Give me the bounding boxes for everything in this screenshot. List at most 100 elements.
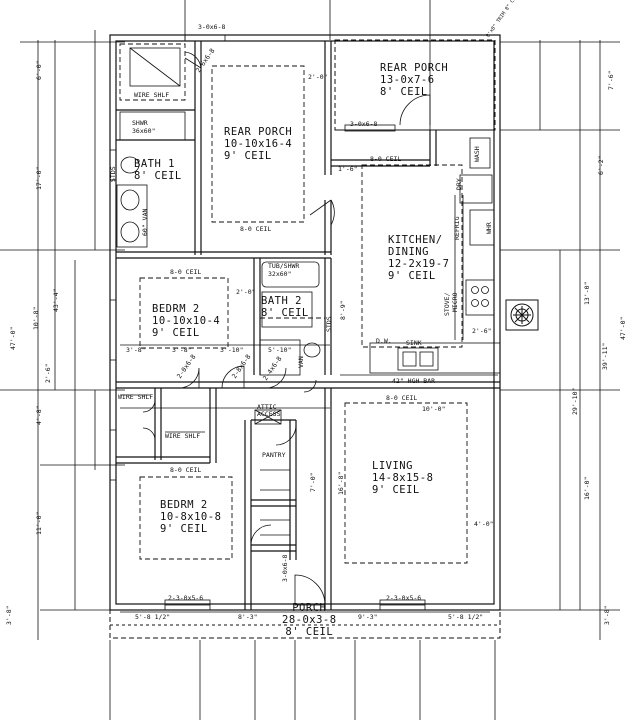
vdim-left-2-6: 2'-6" [44, 363, 52, 383]
room-size: 28-0x3-8 [282, 614, 337, 626]
rear-porch-right-outline [334, 39, 496, 131]
dim-rear-porch-door: 3-0x6-8 [350, 120, 378, 128]
dim-bedroom-3-8: 3'-8" [126, 346, 146, 354]
room-name: KITCHEN/ [388, 234, 443, 246]
dim-2-0-b: 2'-0" [236, 288, 256, 296]
vdim-door-2-0x6-8: 2-0x6-8 [175, 352, 198, 381]
vdim-right-13-0: 13'-0" [583, 281, 591, 305]
shower-size-label: 36x60" [132, 127, 156, 135]
microwave-label: MICRO [451, 292, 459, 312]
ceiling-outlines [119, 43, 468, 564]
door-swings [142, 51, 431, 606]
room-kitchen-dining: KITCHEN/ DINING 12-2x19-7 9' CEIL [388, 234, 449, 282]
room-name: REAR PORCH [224, 126, 293, 138]
room-ceiling: 8' CEIL [285, 626, 334, 638]
fixtures [116, 47, 501, 536]
room-name-2: DINING [388, 246, 429, 258]
vdim-living-16-8: 16'-8" [337, 471, 345, 495]
vanity-2-label: VAN [297, 356, 305, 368]
room-name: PORCH [292, 602, 327, 614]
shower-label: SHWR [132, 119, 148, 127]
stds-label-2: STDS [325, 316, 333, 332]
room-ceiling: 8' CEIL [134, 170, 182, 182]
access-label: ACCESS [257, 410, 281, 418]
room-name: LIVING [372, 460, 413, 472]
dim-top-door: 3-0x6-8 [198, 23, 226, 31]
room-ceiling: 8' CEIL [261, 307, 309, 319]
dim-ceil-5: 8-0 CEIL [386, 394, 418, 402]
vdim-left-3-8: 3'-8" [5, 605, 13, 625]
room-size: 10-8x10-8 [160, 511, 222, 523]
room-name: REAR PORCH [380, 62, 449, 74]
dryer-label: DRY [455, 178, 463, 190]
dim-ceil-3: 8-0 CEIL [170, 268, 202, 276]
room-rear-porch-left: REAR PORCH 10-10x16-4 9' CEIL [224, 126, 292, 162]
room-ceiling: 8' CEIL [380, 86, 428, 98]
stds-label-1: STDS [109, 166, 117, 182]
room-ceiling: 9' CEIL [152, 327, 200, 339]
dim-living-width: 10'-0" [422, 405, 446, 413]
dim-2-0-a: 2'-0" [308, 73, 328, 81]
vdim-right-16-0: 16'-0" [583, 476, 591, 500]
dim-bedroom-3-8b: 3'-8" [172, 346, 192, 354]
dim-ceil-1: 8-0 CEIL [240, 225, 272, 233]
vdim-kitchen-8-9: 8'-9" [339, 300, 347, 320]
washer-label: WASH [473, 146, 481, 162]
vdim-right-3-8: 3'-8" [603, 605, 611, 625]
dim-bottom-9-3: 9'-3" [358, 613, 378, 621]
room-size: 10-10x16-4 [224, 138, 293, 150]
vdim-left-4-8: 4'-8" [35, 405, 43, 425]
room-size: 10-10x10-4 [152, 315, 221, 327]
sink-label: SINK [406, 339, 422, 347]
vdim-door-2-4x6-8: 2-4x6-8 [261, 354, 284, 383]
room-name: BEDRM 2 [152, 303, 200, 315]
room-ceiling: 9' CEIL [224, 150, 272, 162]
vdim-right-47-0: 47'-0" [619, 316, 627, 340]
room-size: 13-0x7-6 [380, 74, 435, 86]
dishwasher-label: D.W. [376, 337, 392, 345]
stove-label: STOVE/ [443, 292, 451, 316]
room-name: BATH 1 [134, 158, 175, 170]
room-rear-porch-right: REAR PORCH 13-0x7-6 8' CEIL [380, 62, 448, 98]
bar-label: 42" HGH BAR [392, 377, 436, 385]
refrigerator-label: REFRIG [453, 216, 461, 240]
tub-label: TUB/SHWR [268, 262, 300, 270]
vdim-right-39-11: 39'-11" [601, 342, 609, 370]
dim-4-0: 4'-0" [474, 520, 494, 528]
room-bath-1: BATH 1 8' CEIL [134, 158, 182, 182]
vdim-right-7-6: 7'-6" [607, 70, 615, 90]
pantry-label: PANTRY [262, 451, 286, 459]
dim-bedroom-3-10: 3'-10" [220, 346, 244, 354]
interior-walls [116, 41, 500, 610]
vdim-right-29-10: 29'-10" [571, 387, 579, 415]
wire-shelf-label-1: WIRE SHLF [134, 91, 170, 99]
vdim-left-47-0: 47'-0" [9, 326, 17, 350]
room-bath-2: BATH 2 8' CEIL [261, 295, 309, 319]
vdim-left-6-0: 6'-0" [35, 60, 43, 80]
dim-window-left: 2-3-0x5-6 [168, 594, 204, 602]
ac-unit [505, 299, 539, 331]
room-name: BATH 2 [261, 295, 302, 307]
vdim-door-2-8x6-8: 2-8x6-8 [230, 352, 253, 381]
dim-bottom-8-3: 8'-3" [238, 613, 258, 621]
vdim-hall-7-0: 7'-0" [309, 472, 317, 492]
vdim-left-11-0: 11'-0" [35, 511, 43, 535]
dim-2-6: 2'-6" [472, 327, 492, 335]
right-dimension-lines [539, 40, 601, 640]
vdim-right-6-2: 6'-2" [597, 155, 605, 175]
wire-shelf-label-3: WIRE SHLF [165, 432, 201, 440]
room-ceiling: 9' CEIL [372, 484, 420, 496]
room-size: 12-2x19-7 [388, 258, 450, 270]
room-porch: PORCH 28-0x3-8 8' CEIL [282, 602, 337, 638]
front-porch-outline [109, 609, 501, 639]
dim-window-right: 2-3-0x5-6 [386, 594, 422, 602]
room-bedroom-2-bottom: BEDRM 2 10-8x10-8 9' CEIL [160, 499, 221, 535]
dim-1-6: 1'-6" [338, 165, 358, 173]
vdim-left-10-8: 10'-8" [32, 306, 40, 330]
wire-shelf-label-2: WIRE SHLF [118, 393, 154, 401]
dimension-strings [120, 344, 490, 613]
dim-ceil-4: 8-0 CEIL [170, 466, 202, 474]
dim-bath-5-10: 5'-10" [268, 346, 292, 354]
